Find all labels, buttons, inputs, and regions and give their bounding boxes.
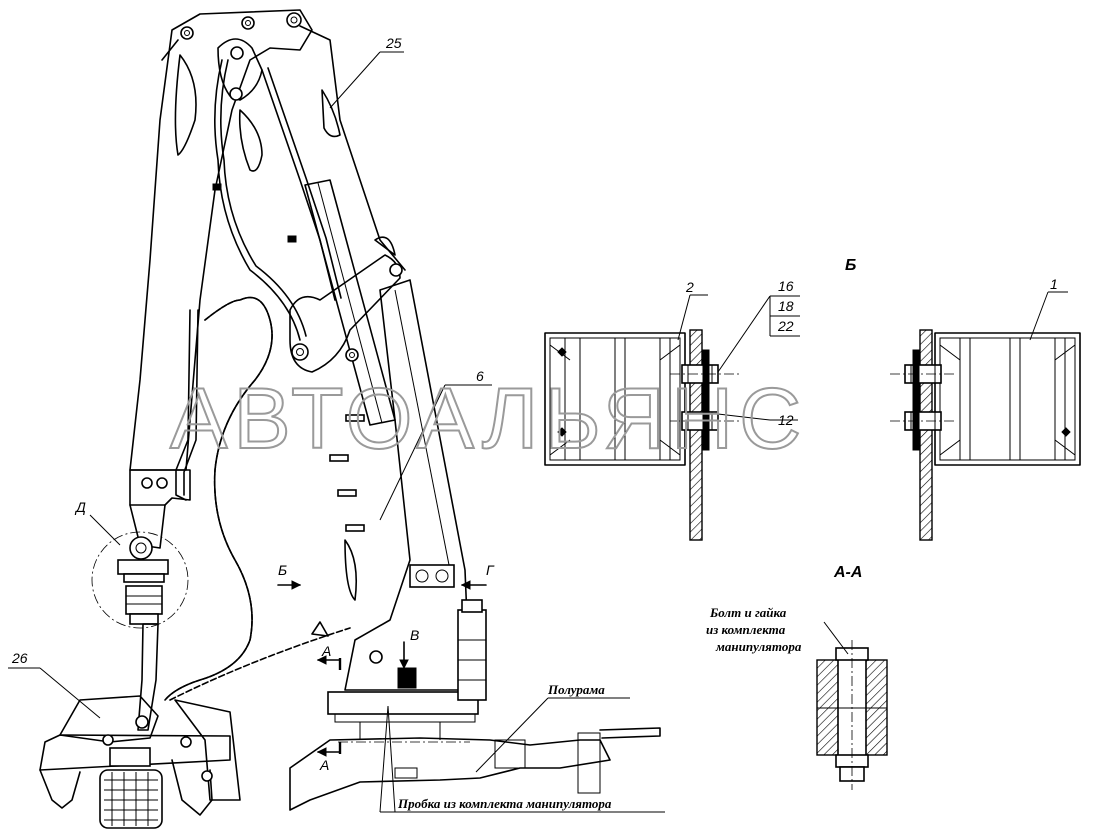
column-pads: [329, 414, 365, 532]
outer-boom: [129, 9, 313, 471]
boom-head-slot-left: [174, 54, 197, 156]
safety-chain: [169, 627, 351, 701]
label-arrow-g: Г: [486, 562, 495, 578]
rotator: [117, 536, 169, 625]
column-base-plate: [327, 691, 479, 715]
note-bolt-line3: манипулятора: [715, 639, 802, 654]
view-b-section-aa: [544, 291, 1081, 541]
label-part-26: 26: [11, 650, 28, 666]
label-part-1: 1: [1050, 276, 1058, 292]
subframe: [289, 737, 611, 811]
boom-head-slot-right: [238, 109, 263, 172]
watermark: АВТОАЛЬЯНС: [170, 371, 807, 467]
label-cut-a-top: А: [321, 643, 331, 659]
grapple: [39, 695, 241, 829]
note-subframe: Полурама: [547, 682, 605, 697]
label-arrow-v: В: [410, 627, 419, 643]
note-bolt-line2: из комплекта: [706, 622, 786, 637]
note-plug: Пробка из комплекта манипулятора: [397, 796, 612, 811]
label-part-12: 12: [778, 412, 794, 428]
label-detail-d: Д: [74, 499, 86, 515]
crane-main-view: [8, 9, 665, 829]
label-cut-a-bottom: А: [319, 757, 329, 773]
view-b-title: Б: [845, 257, 856, 274]
label-part-22: 22: [777, 318, 794, 334]
detail-d-circle: [91, 531, 189, 629]
section-aa-title: А-А: [833, 564, 862, 581]
label-arrow-b: Б: [278, 562, 287, 578]
note-bolt-line1: Болт и гайка: [709, 605, 787, 620]
bolt-detail: [816, 621, 888, 790]
slewing-cylinder: [457, 609, 487, 701]
top-link-plate: [217, 38, 263, 101]
label-part-6: 6: [476, 368, 484, 384]
crane-column: [344, 279, 471, 691]
knuckle-lever: [289, 254, 401, 373]
label-part-2: 2: [685, 279, 694, 295]
frame-rail-right: [919, 329, 933, 541]
label-part-25: 25: [385, 35, 402, 51]
label-part-16: 16: [778, 278, 794, 294]
label-part-18: 18: [778, 298, 794, 314]
